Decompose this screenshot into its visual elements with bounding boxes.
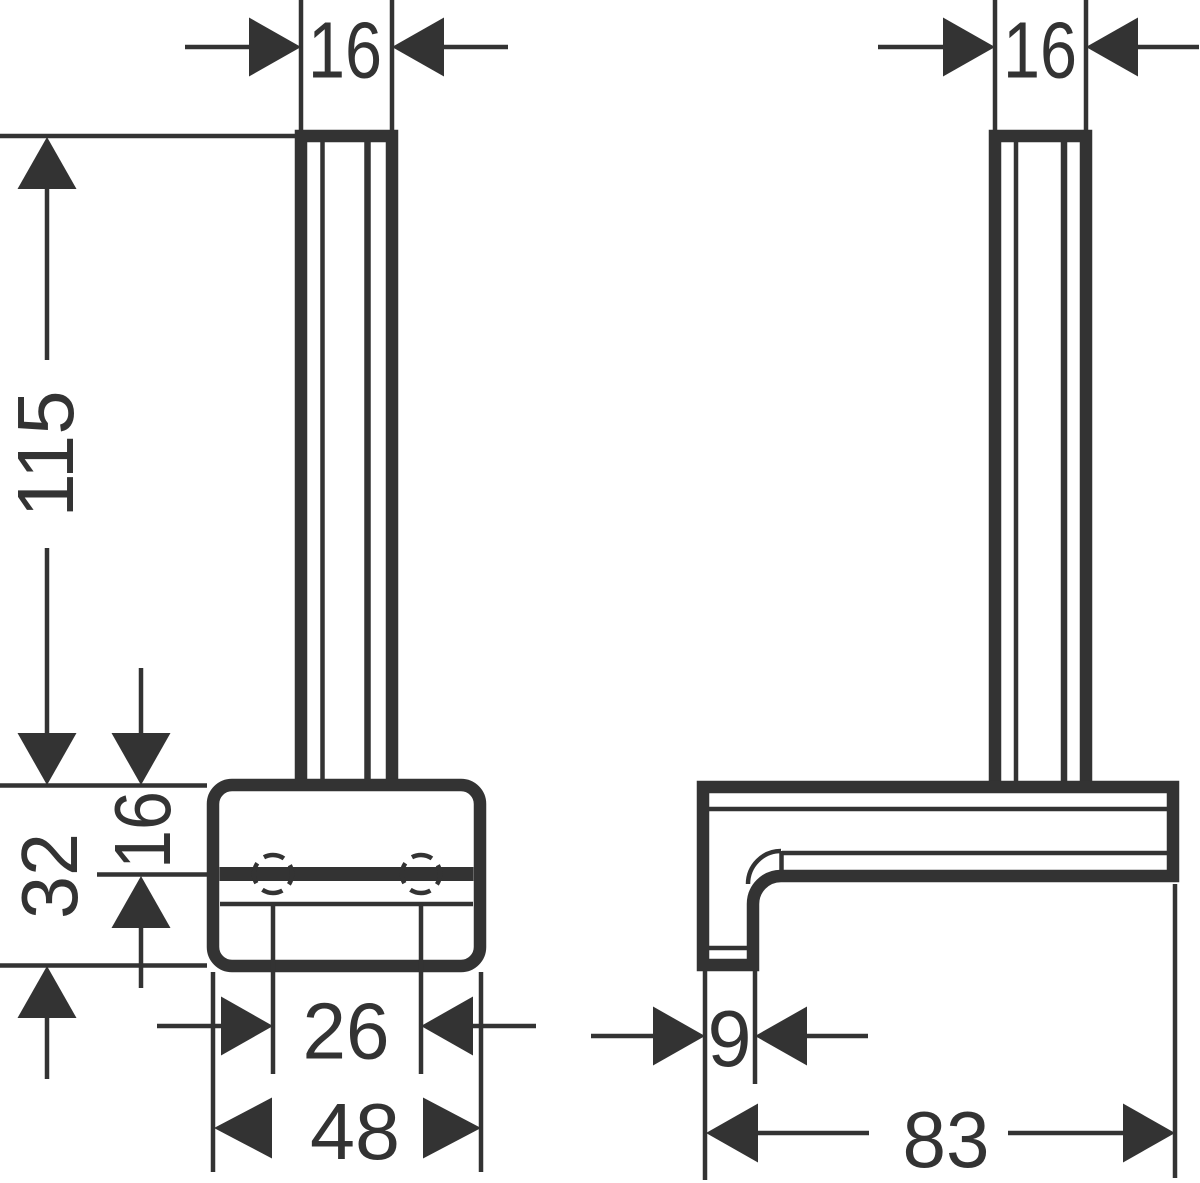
dim-plate-height — [0, 783, 207, 1079]
arrowhead — [17, 966, 77, 1018]
dim-label-front-bar-height: 115 — [1, 391, 90, 518]
arrowhead — [1123, 1103, 1175, 1163]
dim-side-bar-width — [878, 0, 1199, 131]
arrowhead — [423, 1097, 481, 1159]
dim-label-front-bar-width: 16 — [308, 6, 382, 95]
dim-label-plate-height: 32 — [5, 833, 94, 919]
dim-label-side-bar-width: 16 — [1003, 6, 1077, 95]
dim-roll-core-width — [157, 996, 536, 1056]
side-bar-outline — [988, 129, 1093, 783]
arrowhead — [392, 17, 444, 77]
arrowhead — [943, 17, 995, 77]
front-plate-outline — [206, 778, 487, 973]
arrowhead — [221, 996, 273, 1056]
arrowhead — [1086, 17, 1138, 77]
side-bracket-outline — [696, 780, 1180, 972]
dim-front-bar-height — [0, 133, 295, 785]
dim-label-wall-plate-depth: 9 — [708, 994, 752, 1083]
arrowhead — [706, 1103, 758, 1163]
front-bar-outline — [294, 129, 399, 783]
arrowhead — [17, 733, 77, 785]
side-fillet-thin-arc — [745, 848, 782, 885]
arrowhead — [17, 137, 77, 189]
dim-bracket-depth — [706, 884, 1178, 1178]
side-view — [696, 129, 1180, 972]
front-view — [206, 129, 487, 1074]
dim-wall-plate-depth — [591, 971, 868, 1180]
dim-shelf-offset — [97, 668, 207, 988]
arrowhead — [249, 17, 301, 77]
dim-plate-width — [210, 972, 484, 1172]
arrowhead — [653, 1006, 705, 1066]
dim-front-bar-width — [185, 0, 508, 131]
front-hidden-pin-left — [251, 852, 295, 896]
arrowhead — [755, 1006, 807, 1066]
arrowhead — [421, 996, 473, 1056]
dim-label-shelf-offset: 16 — [98, 791, 187, 869]
arrowhead — [111, 733, 171, 785]
dim-label-bracket-depth: 83 — [903, 1095, 990, 1183]
front-hidden-pin-right — [399, 852, 443, 896]
dim-label-plate-width: 48 — [310, 1087, 400, 1176]
arrowhead — [214, 1097, 272, 1159]
dim-label-roll-core-width: 26 — [303, 987, 390, 1076]
arrowhead — [111, 876, 171, 928]
